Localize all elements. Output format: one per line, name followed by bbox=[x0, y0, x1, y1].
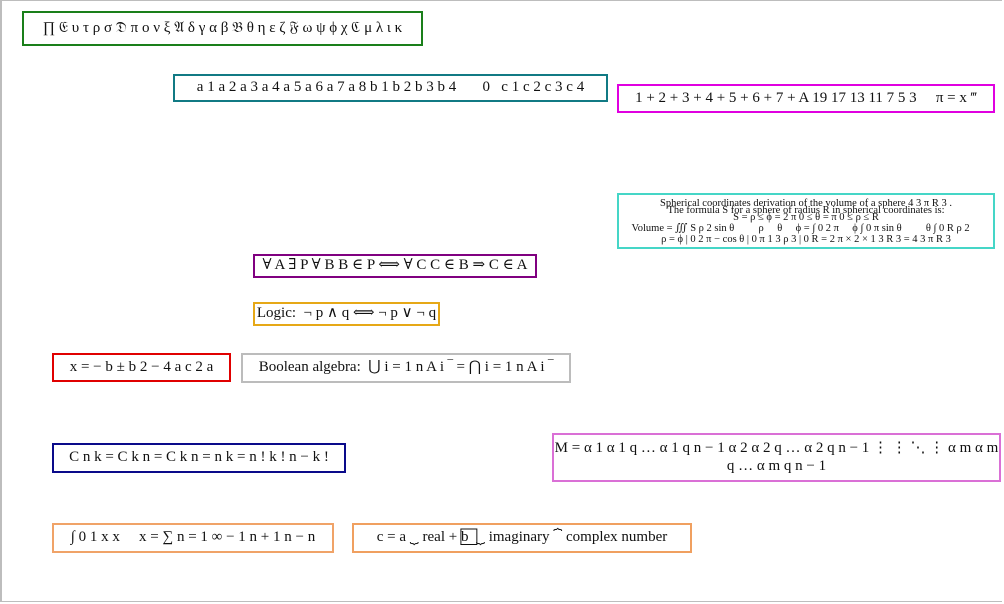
integral-box: ∫ 0 1 x x ⃞ x = ∑ n = 1 ∞ − 1 n + 1 n − … bbox=[52, 523, 334, 553]
sequence-text: a 1 a 2 a 3 a 4 a 5 a 6 a 7 a 8 b 1 b 2 … bbox=[196, 79, 585, 96]
sum-text: 1 + 2 + 3 + 4 + 5 + 6 + 7 + A 19 17 13 1… bbox=[635, 89, 977, 106]
sphere-line-4: Volume = ∭ S ρ 2 sin θ ⃞ ⃞ ρ ⃞ θ ⃞ ϕ = ∫… bbox=[631, 223, 981, 235]
sequence-box: a 1 a 2 a 3 a 4 a 5 a 6 a 7 a 8 b 1 b 2 … bbox=[173, 74, 608, 102]
sum-box: 1 + 2 + 3 + 4 + 5 + 6 + 7 + A 19 17 13 1… bbox=[617, 84, 995, 113]
set-theory-text: ∀ A ∃ P ∀ B B ∈ P ⟺ ∀ C C ∈ B ⇒ C ∈ A bbox=[262, 257, 528, 274]
boolean-algebra-text: Boolean algebra: ⋃ i = 1 n A i ‾ = ⋂ i =… bbox=[258, 359, 554, 376]
binomial-box: C n k = C k n = C k n = n k = n ! k ! n … bbox=[52, 443, 346, 473]
complex-number-text: c = a ⏟ real + b ⃞ ⏟ imaginary ⏞ complex… bbox=[376, 529, 668, 546]
greek-letters-box: ∏ 𝔈 υ τ ρ σ 𝔇 π ο ν ξ 𝔄 δ γ α β 𝔅 θ η ε … bbox=[22, 11, 423, 46]
logic-text: Logic: ¬ p ∧ q ⟺ ¬ p ∨ ¬ q bbox=[256, 305, 437, 322]
binomial-text: C n k = C k n = C k n = n k = n ! k ! n … bbox=[69, 449, 329, 466]
complex-number-box: c = a ⏟ real + b ⃞ ⏟ imaginary ⏞ complex… bbox=[352, 523, 692, 553]
matrix-box: M = α 1 α 1 q … α 1 q n − 1 α 2 α 2 q … … bbox=[552, 433, 1001, 482]
sphere-line-3: S = ρ ≤ ϕ = 2 π 0 ≤ θ = π 0 ≤ ρ ≤ R bbox=[733, 212, 879, 224]
sphere-volume-text: Spherical coordinates derivation of the … bbox=[619, 198, 993, 245]
sphere-line-2: The formula S for a sphere of radius R i… bbox=[667, 205, 945, 217]
matrix-text: M = α 1 α 1 q … α 1 q n − 1 α 2 α 2 q … … bbox=[554, 440, 999, 474]
quadratic-formula-box: x = − b ± b 2 − 4 a c 2 a bbox=[52, 353, 231, 382]
boolean-algebra-box: Boolean algebra: ⋃ i = 1 n A i ‾ = ⋂ i =… bbox=[241, 353, 571, 383]
quadratic-formula-text: x = − b ± b 2 − 4 a c 2 a bbox=[69, 358, 214, 375]
sphere-line-1: Spherical coordinates derivation of the … bbox=[660, 198, 952, 209]
greek-letters-text: ∏ 𝔈 υ τ ρ σ 𝔇 π ο ν ξ 𝔄 δ γ α β 𝔅 θ η ε … bbox=[42, 19, 403, 36]
sphere-volume-box: Spherical coordinates derivation of the … bbox=[617, 193, 995, 249]
set-theory-box: ∀ A ∃ P ∀ B B ∈ P ⟺ ∀ C C ∈ B ⇒ C ∈ A bbox=[253, 254, 537, 278]
integral-text: ∫ 0 1 x x ⃞ x = ∑ n = 1 ∞ − 1 n + 1 n − … bbox=[70, 529, 316, 546]
sphere-line-5: ρ = ϕ | 0 2 π − cos θ | 0 π 1 3 ρ 3 | 0 … bbox=[661, 234, 951, 246]
logic-box: Logic: ¬ p ∧ q ⟺ ¬ p ∨ ¬ q bbox=[253, 302, 440, 326]
